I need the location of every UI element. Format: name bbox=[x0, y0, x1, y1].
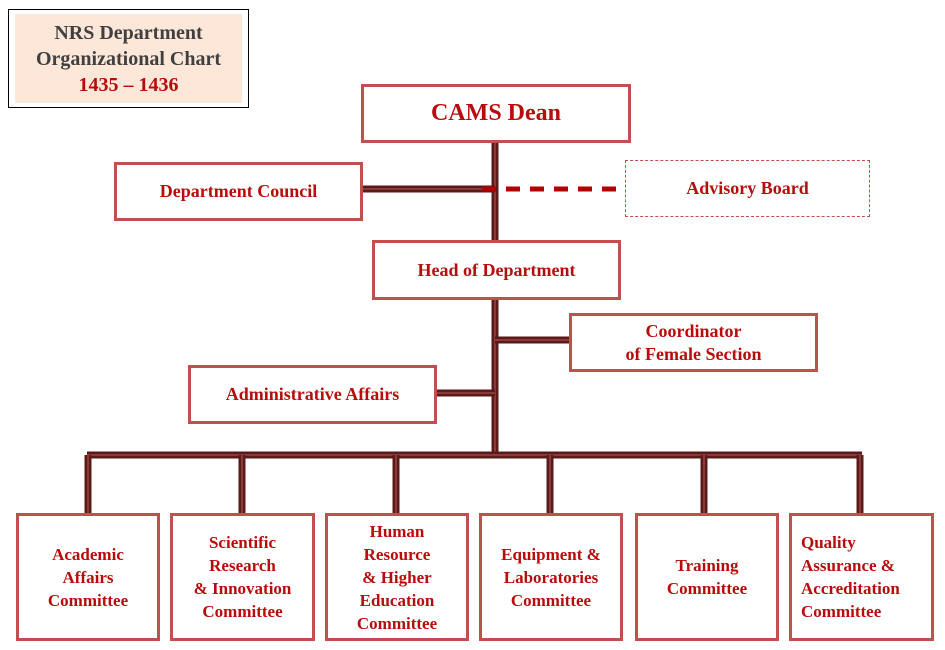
node-head-of-department-label: Head of Department bbox=[417, 259, 576, 280]
committee-label: Equipment & Laboratories Committee bbox=[501, 544, 601, 610]
node-coordinator-female-section: Coordinator of Female Section bbox=[569, 313, 818, 372]
node-academic-affairs-committee: Academic Affairs Committee bbox=[16, 513, 160, 641]
committee-label: Human Resource & Higher Education Commit… bbox=[356, 521, 438, 633]
title-line-2: Organizational Chart bbox=[36, 47, 221, 70]
node-quality-assurance-committee: Quality Assurance & Accreditation Commit… bbox=[789, 513, 934, 641]
node-administrative-affairs-label: Administrative Affairs bbox=[225, 384, 400, 404]
title-line-1: NRS Department bbox=[54, 21, 203, 44]
chart-title-box: NRS Department Organizational Chart 1435… bbox=[8, 9, 249, 108]
node-advisory-board-label: Advisory Board bbox=[686, 178, 809, 198]
node-coordinator-label: Coordinator of Female Section bbox=[625, 320, 762, 364]
node-scientific-research-committee: Scientific Research & Innovation Committ… bbox=[170, 513, 315, 641]
node-cams-dean-label: CAMS Dean bbox=[431, 100, 561, 126]
node-department-council: Department Council bbox=[114, 162, 363, 221]
node-cams-dean: CAMS Dean bbox=[361, 84, 631, 143]
committee-label: Quality Assurance & Accreditation Commit… bbox=[801, 533, 900, 621]
chart-title: NRS Department Organizational Chart 1435… bbox=[15, 14, 242, 103]
node-head-of-department: Head of Department bbox=[372, 240, 621, 300]
node-training-committee: Training Committee bbox=[635, 513, 779, 641]
node-administrative-affairs: Administrative Affairs bbox=[188, 365, 437, 424]
node-equipment-laboratories-committee: Equipment & Laboratories Committee bbox=[479, 513, 623, 641]
node-department-council-label: Department Council bbox=[159, 181, 318, 201]
title-line-3: 1435 – 1436 bbox=[78, 73, 179, 96]
committee-label: Academic Affairs Committee bbox=[47, 544, 129, 610]
node-human-resource-committee: Human Resource & Higher Education Commit… bbox=[325, 513, 469, 641]
committee-label: Training Committee bbox=[666, 556, 748, 598]
node-advisory-board: Advisory Board bbox=[625, 160, 870, 217]
committee-label: Scientific Research & Innovation Committ… bbox=[193, 533, 292, 621]
